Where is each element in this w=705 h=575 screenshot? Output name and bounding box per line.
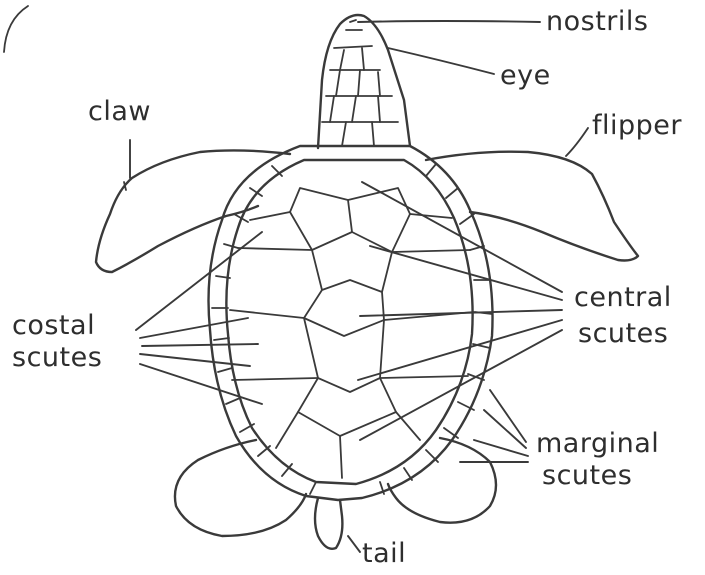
eye-leader [388, 48, 494, 74]
label-costal-line2: scutes [12, 342, 102, 373]
label-costal-line1: costal [12, 310, 95, 341]
turtle-tail [315, 498, 342, 549]
front-right-flipper [426, 152, 638, 261]
label-tail: tail [362, 538, 406, 569]
front-left-flipper [96, 150, 290, 272]
costal-leader-3 [142, 344, 258, 346]
marginal-leader-1 [490, 390, 526, 442]
page-edge [4, 6, 28, 52]
central-leader-4 [358, 320, 562, 380]
costal-leader-4 [140, 354, 250, 366]
label-eye: eye [500, 60, 551, 91]
central-leader-1 [362, 182, 562, 292]
label-central-line2: scutes [578, 318, 668, 349]
label-nostrils: nostrils [546, 6, 648, 37]
turtle-shell [209, 146, 493, 500]
turtle-head [318, 15, 410, 148]
costal-leader-2 [140, 318, 248, 338]
label-flipper: flipper [592, 110, 682, 141]
marginal-leader-2 [484, 410, 526, 448]
label-marginal-line1: marginal [536, 428, 659, 459]
tail-leader [348, 536, 360, 552]
leader-lines [130, 21, 588, 552]
costal-leader-5 [140, 364, 262, 404]
nostrils-leader [358, 21, 540, 22]
label-marginal-line2: scutes [542, 460, 632, 491]
flipper-leader [566, 128, 588, 156]
label-claw: claw [88, 96, 151, 127]
central-leader-3 [360, 310, 562, 316]
central-leader-5 [360, 330, 562, 440]
label-central-line1: central [574, 282, 672, 313]
